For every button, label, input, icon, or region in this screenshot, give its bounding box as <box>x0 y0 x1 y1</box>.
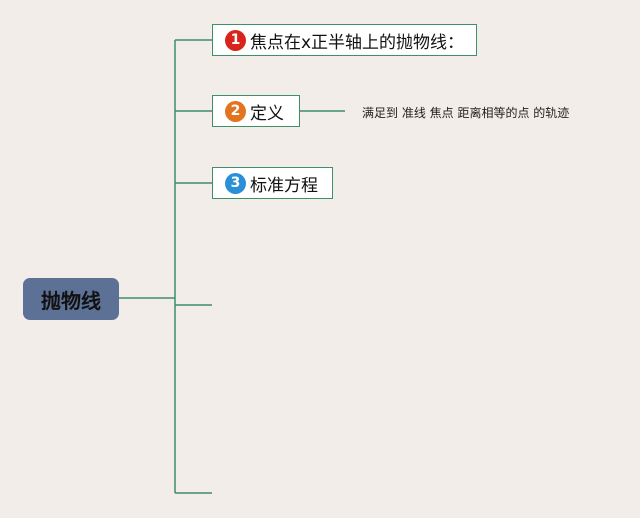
branch-label-2: 定义 <box>250 103 284 124</box>
root-node[interactable]: 抛物线 <box>23 278 119 320</box>
branch-label-3: 标准方程 <box>250 175 318 196</box>
branch-node-1[interactable]: 1 焦点在x正半轴上的抛物线： <box>212 24 477 56</box>
number-badge-3: 3 <box>225 172 246 194</box>
number-badge-2: 2 <box>225 100 246 122</box>
definition-note[interactable]: 满足到 准线 焦点 距离相等的点 的轨迹 <box>362 106 570 120</box>
root-label: 抛物线 <box>41 288 101 313</box>
branch-node-2[interactable]: 2 定义 <box>212 95 300 127</box>
number-badge-1: 1 <box>225 29 246 51</box>
branch-label-1: 焦点在x正半轴上的抛物线： <box>250 32 465 53</box>
branch-node-3[interactable]: 3 标准方程 <box>212 167 333 199</box>
